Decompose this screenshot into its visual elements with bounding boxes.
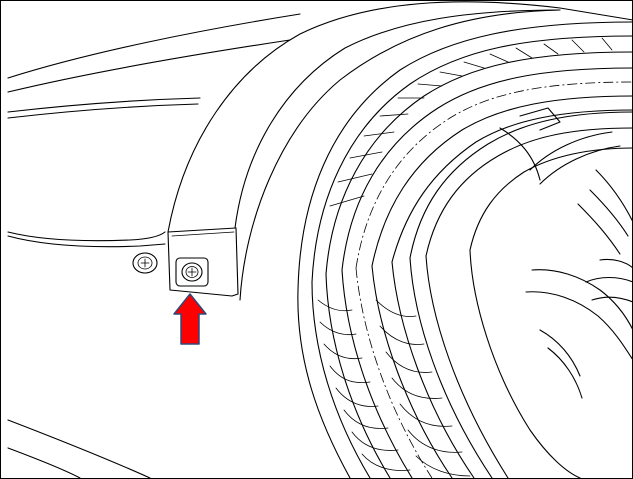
tire: [297, 21, 633, 479]
fender-arch-trim: [167, 1, 633, 301]
wheel-rim: [409, 107, 633, 479]
body-panel: [7, 13, 301, 479]
phillips-screw-icon: [132, 252, 158, 274]
phillips-screw-icon: [175, 257, 209, 287]
red-up-arrow-icon: [173, 293, 207, 345]
